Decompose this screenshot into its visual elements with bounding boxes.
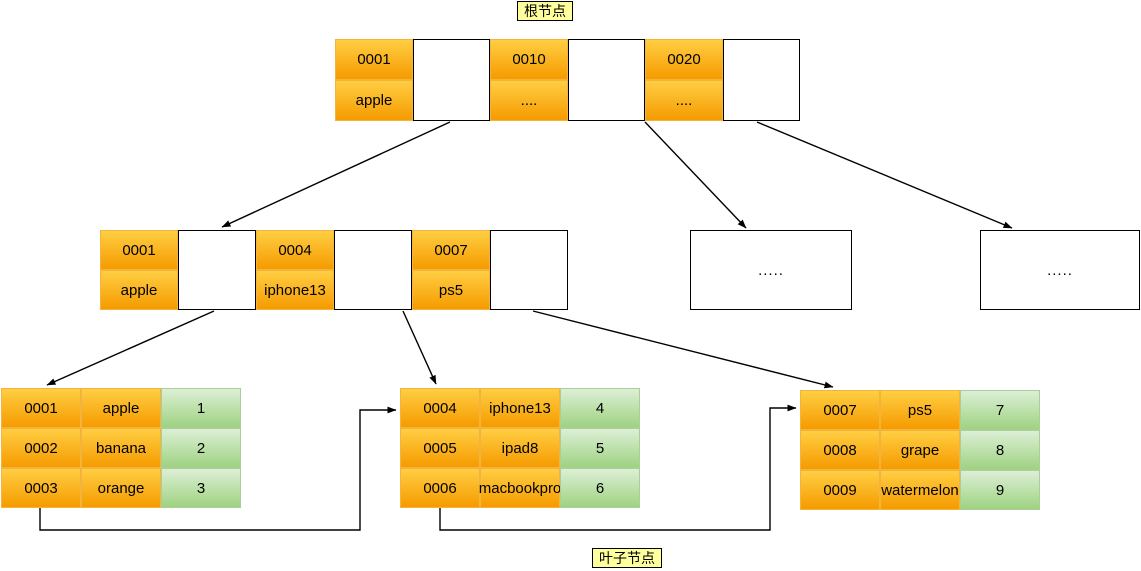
id-cell: 0008 (800, 430, 880, 470)
value-cell: apple (100, 270, 178, 310)
root-entry: 0010 .... (490, 39, 568, 121)
key-cell: 0007 (412, 230, 490, 270)
root-node: 0001 apple 0010 .... 0020 .... (335, 39, 800, 121)
value-cell: apple (335, 80, 413, 121)
name-cell: ipad8 (480, 428, 560, 468)
edge-internal-to-leaf-3 (532, 310, 834, 389)
root-entry: 0001 apple (335, 39, 413, 121)
id-cell: 0006 (400, 468, 480, 508)
pointer-box (413, 39, 490, 121)
root-node-label: 根节点 (517, 1, 573, 21)
internal-entry: 0001 apple (100, 230, 178, 310)
name-cell: watermelon (880, 470, 960, 510)
value-cell: iphone13 (256, 270, 334, 310)
num-cell: 9 (960, 470, 1040, 510)
id-cell: 0007 (800, 390, 880, 430)
pointer-box (178, 230, 256, 310)
leaf-node-2: 0004 iphone13 4 0005 ipad8 5 0006 macboo… (400, 388, 640, 508)
name-cell: macbookpro (479, 468, 561, 508)
id-cell: 0009 (800, 470, 880, 510)
key-cell: 0001 (335, 39, 413, 80)
num-cell: 3 (161, 468, 241, 508)
num-cell: 6 (560, 468, 640, 508)
value-cell: ps5 (412, 270, 490, 310)
id-cell: 0002 (1, 428, 81, 468)
num-cell: 2 (161, 428, 241, 468)
root-entry: 0020 .... (645, 39, 723, 121)
internal-entry: 0007 ps5 (412, 230, 490, 310)
edge-root-to-internal (221, 121, 451, 228)
value-cell: .... (645, 80, 723, 121)
pointer-box (490, 230, 568, 310)
num-cell: 4 (560, 388, 640, 428)
key-cell: 0004 (256, 230, 334, 270)
key-cell: 0020 (645, 39, 723, 80)
internal-entry: 0004 iphone13 (256, 230, 334, 310)
collapsed-node: ..... (980, 230, 1140, 310)
pointer-box (568, 39, 645, 121)
num-cell: 1 (161, 388, 241, 428)
pointer-box (334, 230, 412, 310)
id-cell: 0001 (1, 388, 81, 428)
collapsed-node: ..... (690, 230, 852, 310)
id-cell: 0003 (1, 468, 81, 508)
id-cell: 0004 (400, 388, 480, 428)
pointer-box (723, 39, 800, 121)
name-cell: apple (81, 388, 161, 428)
name-cell: iphone13 (480, 388, 560, 428)
num-cell: 5 (560, 428, 640, 468)
edge-internal-to-leaf-1 (46, 310, 215, 386)
leaf-node-label: 叶子节点 (592, 548, 662, 568)
edge-internal-to-leaf-2 (402, 310, 437, 385)
leaf-node-3: 0007 ps5 7 0008 grape 8 0009 watermelon … (800, 390, 1040, 510)
id-cell: 0005 (400, 428, 480, 468)
edge-root-to-collapsed-1 (644, 121, 747, 229)
value-cell: .... (490, 80, 568, 121)
name-cell: banana (81, 428, 161, 468)
internal-node: 0001 apple 0004 iphone13 0007 ps5 (100, 230, 568, 310)
num-cell: 7 (960, 390, 1040, 430)
edge-root-to-collapsed-2 (756, 121, 1013, 229)
key-cell: 0001 (100, 230, 178, 270)
num-cell: 8 (960, 430, 1040, 470)
leaf-node-1: 0001 apple 1 0002 banana 2 0003 orange 3 (1, 388, 241, 508)
name-cell: ps5 (880, 390, 960, 430)
key-cell: 0010 (490, 39, 568, 80)
name-cell: orange (81, 468, 161, 508)
name-cell: grape (880, 430, 960, 470)
